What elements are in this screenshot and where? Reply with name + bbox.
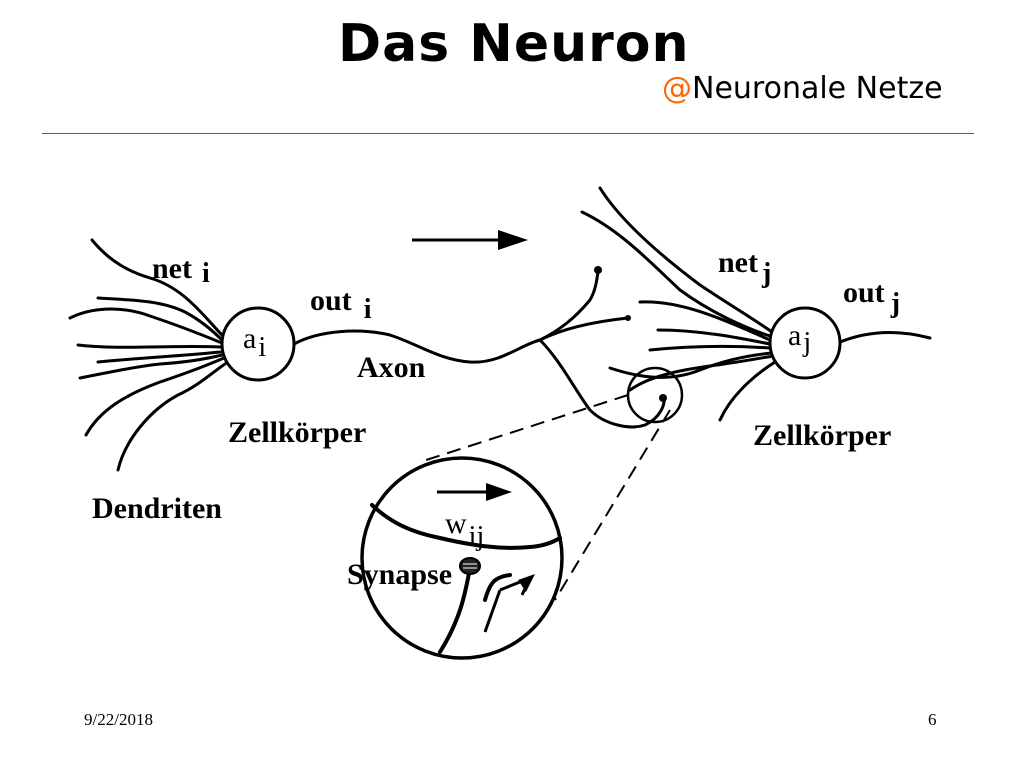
label-zellkoerper-right: Zellkörper (753, 419, 891, 452)
slide-title: Das Neuron (338, 14, 690, 74)
label-w-ij-sub: ij (469, 521, 485, 552)
terminal-dot (594, 266, 602, 274)
terminal-dot (625, 315, 631, 321)
label-w-ij: wij (445, 507, 484, 552)
label-out-i-sub: i (364, 294, 372, 325)
label-zellkoerper-left: Zellkörper (228, 416, 366, 449)
page-number: 6 (928, 710, 937, 729)
subtitle-at-sign: @ (662, 71, 692, 106)
right-dendrites (580, 186, 777, 422)
left-dendrites (68, 238, 230, 472)
footer-date: 9/22/2018 (84, 710, 153, 729)
label-out-j-sub: j (890, 288, 900, 319)
label-dendriten: Dendriten (92, 492, 222, 525)
terminal-dot (659, 394, 667, 402)
label-axon: Axon (357, 351, 426, 384)
output-line-j (838, 330, 932, 344)
synapse-zoom-circle (360, 456, 564, 660)
label-net-i-sub: i (202, 258, 210, 289)
axon-path (292, 270, 666, 429)
label-a-j: aj (788, 319, 811, 358)
label-a-j-sub: j (802, 327, 811, 358)
signal-arrow-inner (483, 589, 502, 633)
title-divider (42, 133, 974, 134)
label-a-i-sub: i (258, 332, 266, 363)
slide-subtitle: @Neuronale Netze (662, 74, 943, 104)
direction-arrow-zoom (437, 483, 512, 501)
synapse-knob (459, 557, 481, 575)
signal-arrow-inner-tip (518, 574, 535, 592)
label-a-i: ai (243, 322, 266, 363)
zoom-lines (419, 394, 671, 601)
label-synapse: Synapse (347, 558, 452, 591)
direction-arrow-top (412, 230, 528, 250)
synapse-zoom-content (370, 503, 562, 654)
label-net-j-sub: j (761, 258, 771, 289)
subtitle-text: Neuronale Netze (692, 71, 943, 106)
